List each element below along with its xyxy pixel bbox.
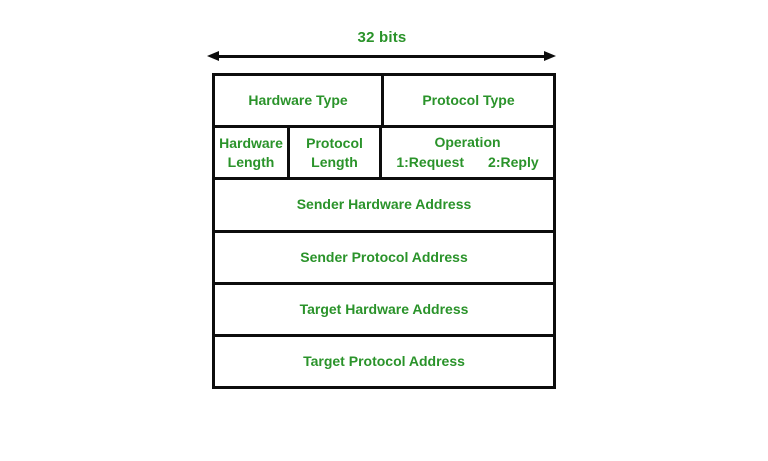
field-protocol-length: Protocol Length	[290, 128, 382, 178]
table-row-sender-protocol: Sender Protocol Address	[215, 233, 553, 285]
field-label: Target Protocol Address	[303, 353, 465, 369]
field-label: Target Hardware Address	[299, 300, 469, 317]
field-label: Sender Protocol Address	[300, 248, 468, 265]
field-label: Sender Hardware Address	[296, 196, 472, 213]
table-row-sender-hardware: Sender Hardware Address	[215, 180, 553, 233]
table-row-target-protocol: Target Protocol Address	[215, 337, 553, 386]
field-hardware-type: Hardware Type	[215, 76, 384, 126]
table-row-target-hardware: Target Hardware Address	[215, 285, 553, 337]
field-protocol-type: Protocol Type	[384, 76, 553, 125]
width-double-arrow	[207, 51, 556, 62]
field-label: Protocol Type	[422, 92, 515, 109]
field-label: Hardware Type	[248, 92, 348, 109]
operation-values: 1:Request 2:Reply	[396, 153, 538, 172]
field-target-hardware-address: Target Hardware Address	[215, 285, 553, 334]
operation-request-value: 1:Request	[396, 154, 465, 171]
field-operation: Operation 1:Request 2:Reply	[382, 128, 553, 177]
arrow-line	[212, 55, 551, 58]
table-row-lengths-operation: Hardware Length Protocol Length Operatio…	[215, 128, 553, 181]
arrowhead-right-icon	[544, 51, 556, 61]
table-row-types: Hardware Type Protocol Type	[215, 76, 553, 129]
field-sender-protocol-address: Sender Protocol Address	[215, 233, 553, 282]
operation-reply-value: 2:Reply	[488, 154, 539, 171]
field-label: Hardware Length	[219, 134, 283, 170]
packet-field-table: Hardware Type Protocol Type Hardware Len…	[212, 73, 556, 389]
field-hardware-length: Hardware Length	[215, 128, 290, 178]
field-target-protocol-address: Target Protocol Address	[215, 337, 553, 386]
operation-title: Operation	[434, 134, 501, 151]
field-label: Protocol Length	[306, 134, 363, 170]
field-sender-hardware-address: Sender Hardware Address	[215, 180, 553, 229]
bits-width-label: 32 bits	[357, 29, 407, 46]
